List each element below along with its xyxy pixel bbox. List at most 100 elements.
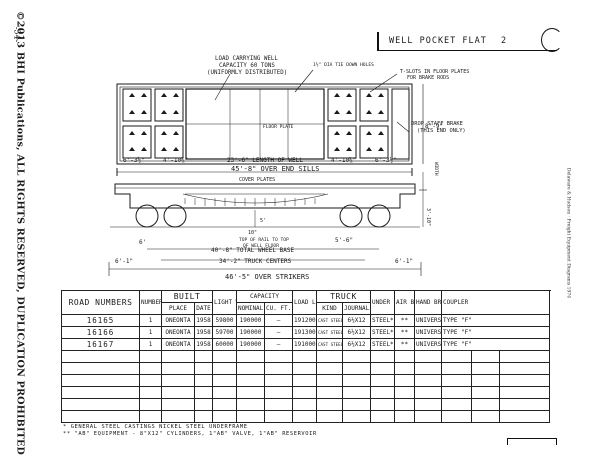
empty-cell (370, 374, 395, 387)
diagram-title: WELL POCKET FLAT (389, 36, 487, 46)
empty-cell (161, 386, 195, 399)
dim-over-strikers: 46'-5" OVER STRIKERS (225, 273, 309, 281)
cell-date: 1958 (194, 338, 213, 351)
empty-cell (236, 374, 265, 387)
header-date: DATE (194, 302, 213, 315)
empty-cell (441, 362, 472, 375)
cell-cuft: — (264, 314, 293, 327)
empty-cell (441, 398, 472, 411)
bottom-dimensions (108, 248, 422, 276)
label-cover-plates: COVER PLATES (239, 177, 275, 183)
dim-6-1-right: 6'-1" (395, 258, 413, 265)
left-margin: -54- ©2013 BHI Publications, ALL RIGHTS … (0, 0, 40, 467)
header-truck: TRUCK (316, 290, 371, 303)
empty-cell (342, 398, 371, 411)
end-pocket-tl (122, 88, 152, 122)
cell-nominal: 190000 (236, 314, 265, 327)
sheet-tab (507, 438, 557, 445)
diagram-sheet: WELL POCKET FLAT 2 (55, 22, 563, 458)
empty-cell (292, 410, 317, 423)
header-road-numbers: ROAD NUMBERS (61, 290, 140, 315)
cell-hand: UNIVERSAL (414, 314, 442, 327)
label-uniform: (UNIFORMLY DISTRIBUTED) (207, 70, 287, 76)
empty-cell (471, 398, 500, 411)
empty-cell (342, 374, 371, 387)
cell-limit: 191000 (292, 338, 317, 351)
cell-cuft: — (264, 326, 293, 339)
copyright-notice: ©2013 BHI Publications, ALL RIGHTS RESER… (14, 10, 26, 456)
empty-cell (414, 398, 442, 411)
cell-coupler: TYPE "F" (441, 314, 550, 327)
cell-journal: 6½X12 (342, 314, 371, 327)
empty-cell (264, 350, 293, 363)
cell-kind: CAST STEEL (316, 338, 343, 351)
empty-cell (161, 398, 195, 411)
dim-5: 5' (260, 218, 266, 224)
label-drop-staff: DROP STAFF BRAKE (411, 121, 463, 127)
dim-6-3-left: 6'-3½" (123, 157, 145, 164)
empty-cell (394, 362, 415, 375)
empty-cell (414, 386, 442, 399)
cell-place: ONEONTA (161, 314, 195, 327)
cell-air: ** (394, 338, 415, 351)
empty-cell (342, 386, 371, 399)
cell-coupler: TYPE "F" (441, 326, 550, 339)
empty-cell (292, 398, 317, 411)
cell-journal: 6½X12 (342, 326, 371, 339)
empty-cell (212, 374, 237, 387)
empty-cell (264, 386, 293, 399)
empty-cell (471, 350, 500, 363)
label-t-slots: T-SLOTS IN FLOOR PLATES (400, 69, 469, 75)
empty-cell (342, 362, 371, 375)
empty-cell (414, 350, 442, 363)
empty-cell (499, 374, 550, 387)
empty-cell (61, 398, 140, 411)
empty-cell (264, 374, 293, 387)
empty-cell (236, 362, 265, 375)
empty-cell (316, 350, 343, 363)
empty-cell (61, 410, 140, 423)
sheet-number: 2 (501, 36, 508, 46)
empty-cell (61, 386, 140, 399)
empty-cell (292, 374, 317, 387)
header-capacity: CAPACITY (236, 290, 293, 303)
empty-row (61, 362, 550, 375)
side-view (110, 172, 427, 228)
empty-cell (61, 362, 140, 375)
dim-6-left: 6' (139, 239, 146, 246)
header-load-limit: LOAD LIMIT (292, 290, 317, 315)
empty-cell (212, 362, 237, 375)
header-nominal: NOMINAL (236, 302, 265, 315)
car-drawing: LOAD CARRYING WELL CAPACITY 60 TONS (UNI… (108, 56, 469, 281)
empty-cell (316, 386, 343, 399)
cell-cars: 1 (139, 314, 162, 327)
label-capacity: CAPACITY 60 TONS (219, 63, 275, 69)
empty-cell (139, 350, 162, 363)
empty-cell (212, 410, 237, 423)
empty-cell (394, 410, 415, 423)
cell-place: ONEONTA (161, 326, 195, 339)
empty-cell (499, 362, 550, 375)
header-built: BUILT (161, 290, 213, 303)
empty-cell (61, 350, 140, 363)
label-brake-rods: FOR BRAKE RODS (407, 75, 449, 81)
footnote-2: ** "AB" EQUIPMENT - 8"X12" CYLINDERS, 1"… (63, 431, 317, 437)
empty-cell (292, 386, 317, 399)
dim-width-8-9: 8'-9" (425, 123, 443, 130)
empty-cell (264, 362, 293, 375)
empty-cell (236, 398, 265, 411)
empty-cell (161, 410, 195, 423)
dim-height-3-10: 3'-10" (425, 208, 431, 226)
empty-cell (394, 398, 415, 411)
empty-cell (212, 350, 237, 363)
header-under-frame: UNDER FRAME (370, 290, 395, 315)
empty-cell (414, 362, 442, 375)
empty-cell (414, 410, 442, 423)
equipment-table: ROAD NUMBERS NUMBER OF CARS BUILT LIGHT … (61, 290, 550, 423)
empty-row (61, 350, 550, 363)
label-load-well: LOAD CARRYING WELL (215, 56, 278, 62)
label-top-rail: TOP OF RAIL TO TOP (239, 237, 289, 243)
empty-cell (212, 386, 237, 399)
empty-cell (499, 398, 550, 411)
